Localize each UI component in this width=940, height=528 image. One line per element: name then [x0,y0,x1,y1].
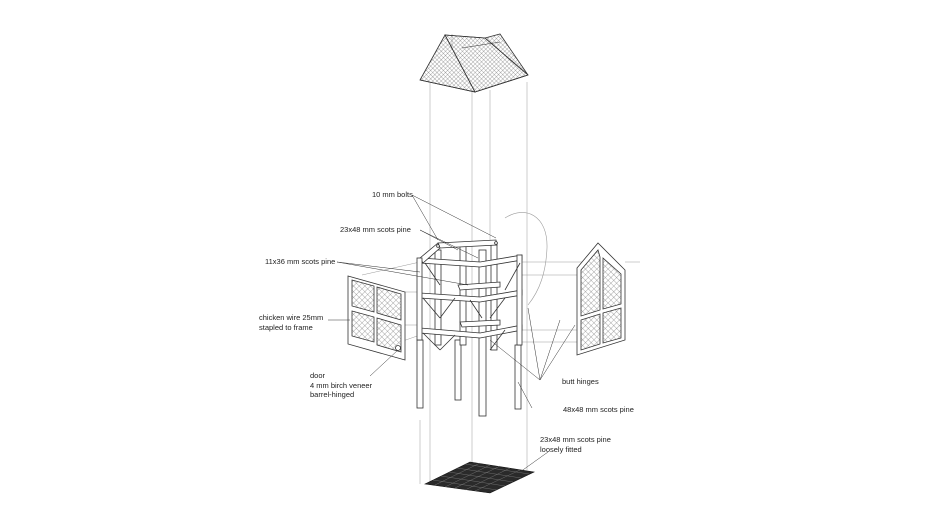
label-door-line1: door [310,371,326,380]
leader-lines [328,194,576,473]
floor-grid [423,461,536,494]
label-floor: 23x48 mm scots pine loosely fitted [540,435,611,454]
roof [419,33,529,93]
label-legs-pine: 48x48 mm scots pine [563,405,634,414]
label-bolts: 10 mm bolts [372,190,413,199]
main-frame [416,239,523,417]
projection-lines [361,34,640,488]
label-pine-11x36: 11x36 mm scots pine [265,257,336,266]
label-door: door 4 mm birch veneer barrel-hinged [310,371,372,400]
right-gable-panel [576,242,626,356]
label-floor-line2: loosely fitted [540,444,582,454]
label-frame-pine: 23x48 mm scots pine [340,225,411,234]
label-floor-line1: 23x48 mm scots pine [540,435,611,444]
label-door-line2: 4 mm birch veneer [310,380,373,390]
label-chicken-wire: chicken wire 25mm stapled to frame [259,313,323,332]
left-wall-panel [347,275,406,361]
door-swing-arc [504,212,548,306]
label-chicken-wire-line1: chicken wire 25mm [259,313,324,322]
door-knob [395,345,401,351]
label-butt-hinges: butt hinges [562,377,599,386]
label-door-line3: barrel-hinged [310,390,355,399]
label-chicken-wire-line2: stapled to frame [259,322,313,332]
